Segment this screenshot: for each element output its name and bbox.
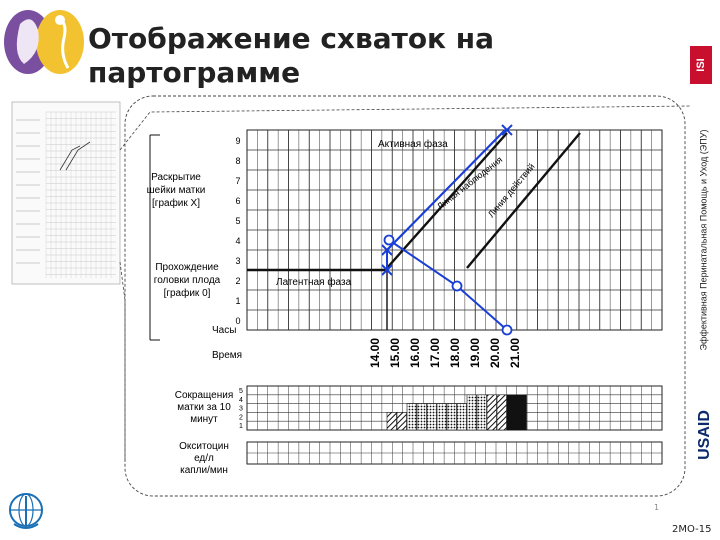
isi-badge: ISI xyxy=(690,46,712,84)
contraction-bar xyxy=(466,394,477,431)
contraction-scale-label: 1 xyxy=(239,423,243,430)
side-caption-text: Эффективная Перинатальная Помощь и Уход … xyxy=(698,130,708,351)
dilation-scale-label: 1 xyxy=(235,296,240,306)
page-mark: 1 xyxy=(654,503,660,512)
dilation-scale-label: 5 xyxy=(235,216,240,226)
contraction-bar xyxy=(496,394,507,431)
action-line xyxy=(466,132,581,269)
contraction-scale-label: 4 xyxy=(239,397,243,404)
dilation-scale-label: 3 xyxy=(235,256,240,266)
label-line: матки за 10 xyxy=(177,402,231,413)
hour-label: 15.00 xyxy=(388,338,402,368)
contraction-bar xyxy=(486,394,497,431)
contraction-bar xyxy=(396,412,407,431)
dilation-cross-mark xyxy=(501,124,513,136)
usaid-logo: USAID xyxy=(692,400,718,470)
contractions-grid xyxy=(246,385,663,431)
label-line: шейки матки xyxy=(147,185,206,196)
dilation-scale-label: 6 xyxy=(235,196,240,206)
thumbnail-partograph xyxy=(11,101,121,285)
dilation-scale-label: 7 xyxy=(235,176,240,186)
label-line: Окситоцин xyxy=(179,441,229,452)
contraction-bar xyxy=(506,394,517,431)
isi-label: ISI xyxy=(695,58,707,71)
head-row-label: Прохождение головки плода[график 0] xyxy=(154,262,221,299)
plotted-progress xyxy=(381,124,513,336)
time-label: Время xyxy=(212,350,242,361)
head-circle-mark xyxy=(501,324,513,336)
contraction-bar xyxy=(416,403,427,431)
contraction-bar xyxy=(446,403,457,431)
contractions-scale: 5 4 32 1 xyxy=(239,388,243,430)
hour-label: 17.00 xyxy=(428,338,442,368)
label-line: минут xyxy=(190,414,218,425)
contraction-scale-label: 5 xyxy=(239,388,243,395)
dilation-scale-label: 8 xyxy=(235,156,240,166)
label-line: Прохождение xyxy=(155,262,219,273)
hour-label: 20.00 xyxy=(488,338,502,368)
label-line: капли/мин xyxy=(180,465,228,476)
dilation-scale-label: 9 xyxy=(235,136,240,146)
contraction-scale-label: 2 xyxy=(239,414,243,421)
label-line: [график 0] xyxy=(164,287,211,299)
label-line: Раскрытие xyxy=(151,172,201,183)
page-title: Отображение схваток на партограмме xyxy=(88,22,495,89)
contraction-bar xyxy=(476,394,487,431)
contraction-bar xyxy=(456,403,467,431)
head-descent-line xyxy=(388,239,508,331)
callout-top xyxy=(119,105,691,151)
hour-label: 19.00 xyxy=(468,338,482,368)
label-line: головки плода xyxy=(154,275,221,286)
footer-code: 2MO-15 xyxy=(672,524,712,535)
latent-phase-label: Латентная фаза xyxy=(276,276,352,288)
callout-bottom xyxy=(119,261,126,462)
dilation-scale-label: 4 xyxy=(235,236,240,246)
active-phase-label: Активная фаза xyxy=(378,138,448,150)
hour-label: 18.00 xyxy=(448,338,462,368)
contraction-bar xyxy=(386,412,397,431)
contraction-bar xyxy=(436,403,447,431)
dilation-scale: 9 8 7 6 5 4 3 2 1 0 xyxy=(235,136,240,326)
contraction-scale-label: 3 xyxy=(239,406,243,413)
contraction-bar xyxy=(426,403,437,431)
clock-label: Часы xyxy=(212,325,236,336)
hour-label: 14.00 xyxy=(368,338,382,368)
hour-label: 16.00 xyxy=(408,338,422,368)
who-emblem-icon xyxy=(6,490,46,534)
label-line: ед/л xyxy=(194,453,214,464)
dilation-line xyxy=(386,129,506,251)
dilation-scale-label: 0 xyxy=(235,316,240,326)
side-caption: Эффективная Перинатальная Помощь и Уход … xyxy=(694,90,714,390)
dilation-row-label: Раскрытие шейки матки[график X] xyxy=(147,172,206,209)
label-line: Сокращения xyxy=(175,390,233,401)
oxytocin-grid xyxy=(246,441,663,465)
alert-line xyxy=(386,132,508,269)
program-logo xyxy=(2,4,86,78)
usaid-label: USAID xyxy=(696,410,713,460)
contraction-bar xyxy=(406,403,417,431)
dilation-grid xyxy=(246,129,663,331)
hour-labels: 14.00 15.00 16.00 17.00 18.00 19.00 20.00 21.00 xyxy=(368,338,522,368)
hour-label: 21.00 xyxy=(508,338,522,368)
contraction-bar xyxy=(516,394,527,431)
dilation-cross-mark xyxy=(381,264,393,276)
label-line: [график X] xyxy=(152,197,200,209)
detail-frame xyxy=(124,95,686,497)
head-circle-mark xyxy=(383,234,395,246)
head-circle-mark xyxy=(451,280,463,292)
dilation-cross-mark xyxy=(381,244,393,256)
dilation-scale-label: 2 xyxy=(235,276,240,286)
